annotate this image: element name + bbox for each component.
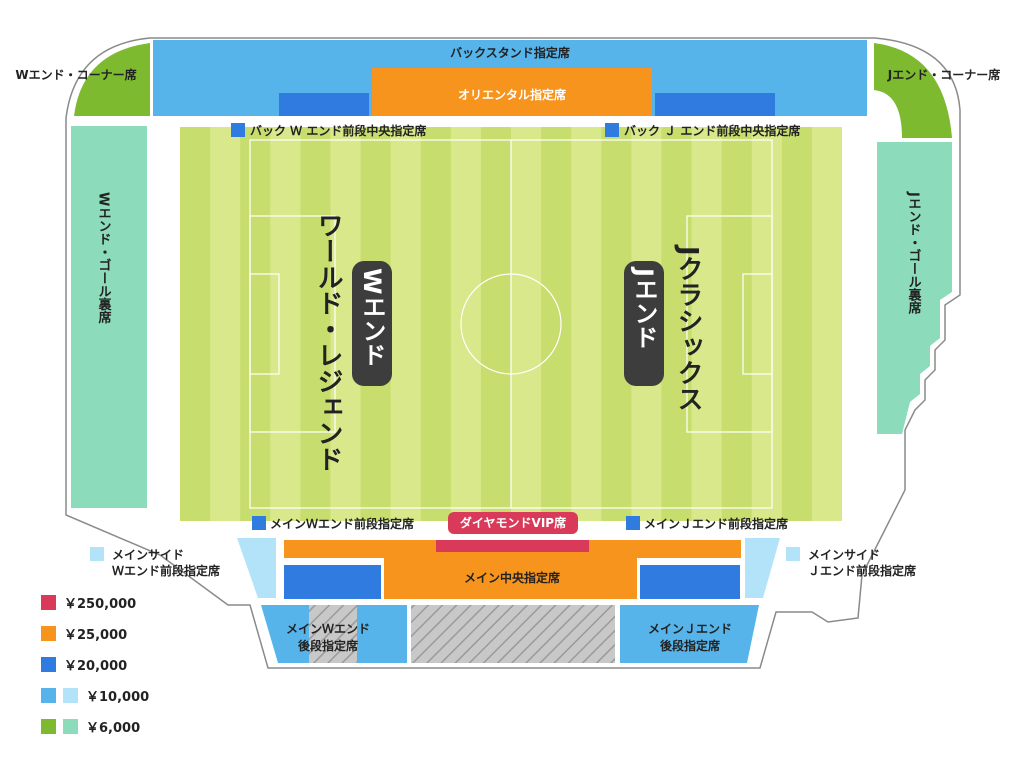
back-j-side-seats[interactable] (655, 93, 775, 116)
legend-price-10000: ￥10,000 (86, 690, 149, 705)
mainside-w-seats[interactable] (237, 538, 276, 598)
pitch-stripe (180, 127, 211, 521)
legend-price-20000: ￥20,000 (64, 659, 127, 674)
j-goal-box (742, 273, 773, 375)
diamond-vip-seats[interactable] (436, 540, 589, 552)
diamond-vip-badge[interactable] (448, 512, 578, 534)
oriental-label: オリエンタル指定席 (458, 87, 566, 102)
main-center-seats[interactable] (384, 558, 637, 599)
pitch-stripe (721, 127, 752, 521)
legend-swatch-diamond (41, 595, 56, 610)
j-corner-label: Jエンド・コーナー席 (887, 67, 1000, 82)
main-j-front-seats[interactable] (640, 565, 740, 599)
legend-price-250000: ￥250,000 (64, 597, 136, 612)
legend-swatch-green (41, 719, 56, 734)
j-goal-seats[interactable] (877, 142, 952, 434)
w-end-board-label: Wエンド (358, 268, 386, 366)
w-corner-label: Wエンド・コーナー席 (15, 67, 136, 82)
center-circle (460, 273, 562, 375)
main-j-front-marker (626, 516, 640, 530)
mainside-j-seats[interactable] (745, 538, 780, 598)
w-end-board (352, 261, 392, 386)
oriental-seats[interactable] (372, 68, 652, 116)
mainside-j-label-2: Ｊエンド前段指定席 (808, 563, 916, 578)
main-j-front-label: メインＪエンド前段指定席 (644, 516, 788, 531)
mainside-j-label-1: メインサイド (808, 548, 880, 562)
main-w-front-seats[interactable] (284, 565, 381, 599)
main-w-front-marker (252, 516, 266, 530)
legend-swatch-mint (63, 719, 78, 734)
mainside-w-label-1: メインサイド (112, 548, 184, 562)
main-w-back-hatched (309, 605, 357, 663)
j-team-name: Jクラシックス (673, 244, 703, 412)
pitch-stripe (781, 127, 812, 521)
back-w-center-marker (231, 123, 245, 137)
legend-swatch-paleblue (63, 688, 78, 703)
main-center-label: メイン中央指定席 (464, 570, 560, 585)
main-w-back-label-2: 後段指定席 (298, 638, 358, 653)
legend-swatch-lightblue (41, 688, 56, 703)
j-end-board-label: Jエンド (630, 266, 658, 349)
main-j-back-label-1: メインＪエンド (648, 622, 732, 636)
price-legend: ￥250,000 ￥25,000 ￥20,000 ￥10,000 ￥6,000 (41, 595, 149, 736)
back-j-center-label: バック Ｊ エンド前段中央指定席 (624, 123, 800, 138)
j-end-board (624, 261, 664, 386)
pitch-stripe (420, 127, 451, 521)
w-goal-label: Wエンド・ゴール裏席 (96, 192, 113, 325)
legend-swatch-orange (41, 626, 56, 641)
j-goal-label: Jエンド・ゴール裏席 (906, 191, 923, 315)
legend-price-25000: ￥25,000 (64, 628, 127, 643)
j-corner-seats[interactable] (874, 43, 952, 138)
w-team-name: ワールド・レジェンド (313, 212, 343, 472)
pitch-stripe (240, 127, 271, 521)
pitch-stripe (480, 127, 511, 521)
main-center-back-hatched (411, 605, 615, 663)
main-w-back-label-1: メインＷエンド (286, 622, 370, 636)
w-corner-seats[interactable] (74, 43, 150, 116)
mainside-w-label-2: Ｗエンド前段指定席 (112, 563, 220, 578)
pitch: Wエンド Jエンド ワールド・レジェンド Jクラシックス (180, 127, 842, 521)
back-w-center-label: バック Ｗ エンド前段中央指定席 (250, 123, 426, 138)
back-stand-label: バックスタンド指定席 (450, 45, 570, 60)
diamond-vip-label: ダイヤモンドVIP席 (460, 515, 566, 530)
main-j-back-label-2: 後段指定席 (660, 638, 720, 653)
pitch-stripe (541, 127, 572, 521)
mainside-w-marker (90, 547, 104, 561)
w-goal-seats[interactable] (71, 126, 147, 508)
pitch-stripe (300, 127, 331, 521)
legend-swatch-blue (41, 657, 56, 672)
main-w-front-label: メインＷエンド前段指定席 (270, 516, 414, 531)
back-w-side-seats[interactable] (279, 93, 369, 116)
back-j-center-marker (605, 123, 619, 137)
main-j-back-seats[interactable] (620, 605, 759, 663)
legend-price-6000: ￥6,000 (86, 721, 140, 736)
mainside-j-marker (786, 547, 800, 561)
w-goal-box (249, 273, 280, 375)
